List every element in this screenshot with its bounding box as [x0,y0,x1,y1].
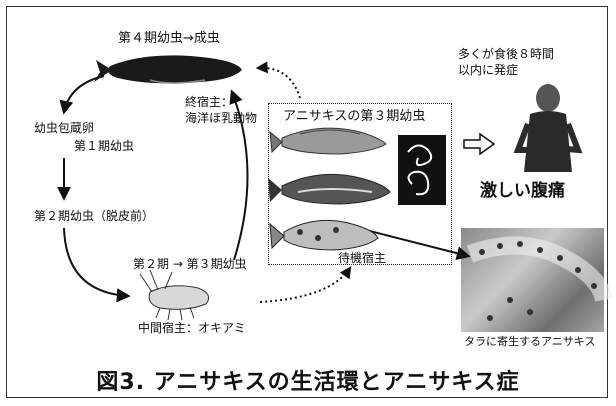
human-illustration [513,84,583,172]
stage2-pre-label: 第２期幼虫（脱皮前） [34,209,155,223]
whale-illustration [94,55,242,84]
stage2-3-label: 第２期 → 第３期幼虫 [133,257,247,271]
salmon-illustration [268,173,391,205]
arrow-fish-to-whale [255,61,301,99]
figure-caption: 図3. アニサキスの生活環とアニサキス症 [96,370,520,395]
final-host-label-1: 終宿主： [185,95,234,109]
stage1-label: 第１期幼虫 [74,139,135,153]
figure-frame [6,6,608,398]
cod-illustration [269,219,379,251]
stage3-title: アニサキスの第３期幼虫 [283,109,426,124]
egg-label: 幼虫包蔵卵 [34,121,95,135]
onset-label-2: 以内に発症 [458,63,519,77]
arrow-krill-to-whale [229,89,249,261]
onset-label-1: 多くが食後８時間 [458,47,555,61]
open-arrow-to-human [463,132,496,156]
stage4-label: 第４期幼虫→成虫 [118,31,220,46]
intermediate-host-label: 中間宿主：オキアミ [138,321,246,335]
photo-caption: タラに寄生するアニサキス [464,335,596,348]
krill-illustration [139,269,210,321]
arrow-whale-to-egg [59,75,105,115]
paratenic-host-label: 待機宿主 [338,251,387,265]
arrow-stage2-to-krill [63,227,131,303]
mackerel-illustration [269,127,387,155]
larva-glyph [407,144,433,196]
final-host-label-2: 海洋ほ乳動物 [185,111,258,125]
arrow-krill-to-fish [259,266,352,303]
pain-label: 激しい腹痛 [480,181,565,201]
photo-parasites [466,236,613,321]
